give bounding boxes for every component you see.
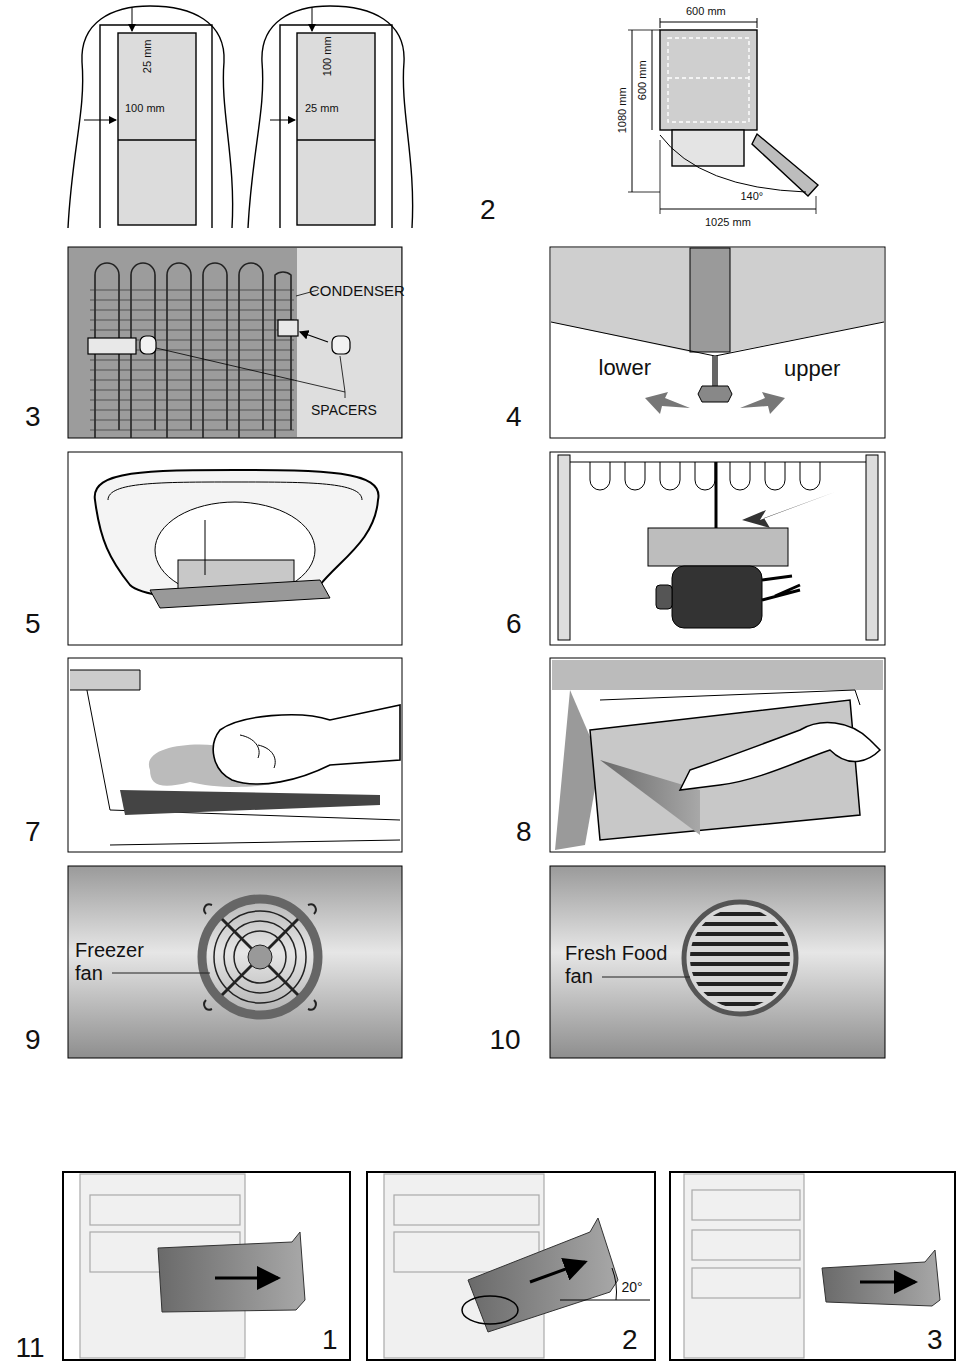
dimension-label: 25 mm [305,102,339,115]
part-label: Freezer fan [75,939,161,985]
callout-number: 10 [490,1024,521,1056]
callout-number: 4 [506,401,522,433]
dimension-label: 100 mm [125,102,165,115]
callout-number: 11 [16,1332,45,1364]
dimension-label: 600 mm [636,58,649,102]
direction-label: upper [784,356,840,381]
callout-number: 3 [927,1324,943,1356]
dimension-label: 1080 mm [616,85,629,135]
part-label: SPACERS [311,402,377,418]
angle-label: 20° [622,1279,643,1295]
part-label: Fresh Food fan [565,942,679,988]
direction-label: lower [599,355,652,380]
callout-number: 2 [480,194,496,226]
callout-number: 5 [25,608,41,640]
dimension-label: 100 mm [321,36,334,76]
part-label: CONDENSER [309,282,405,299]
callout-number: 3 [25,401,41,433]
dimension-label: 140° [739,190,766,203]
callout-number: 1 [322,1324,338,1356]
dimension-label: 25 mm [141,39,154,73]
callout-number: 2 [622,1324,638,1356]
callout-number: 9 [25,1024,41,1056]
dimension-label: 1025 mm [705,216,751,229]
callout-number: 6 [506,608,522,640]
callout-number: 7 [25,816,41,848]
dimension-label: 600 mm [686,5,726,18]
callout-number: 8 [516,816,532,848]
